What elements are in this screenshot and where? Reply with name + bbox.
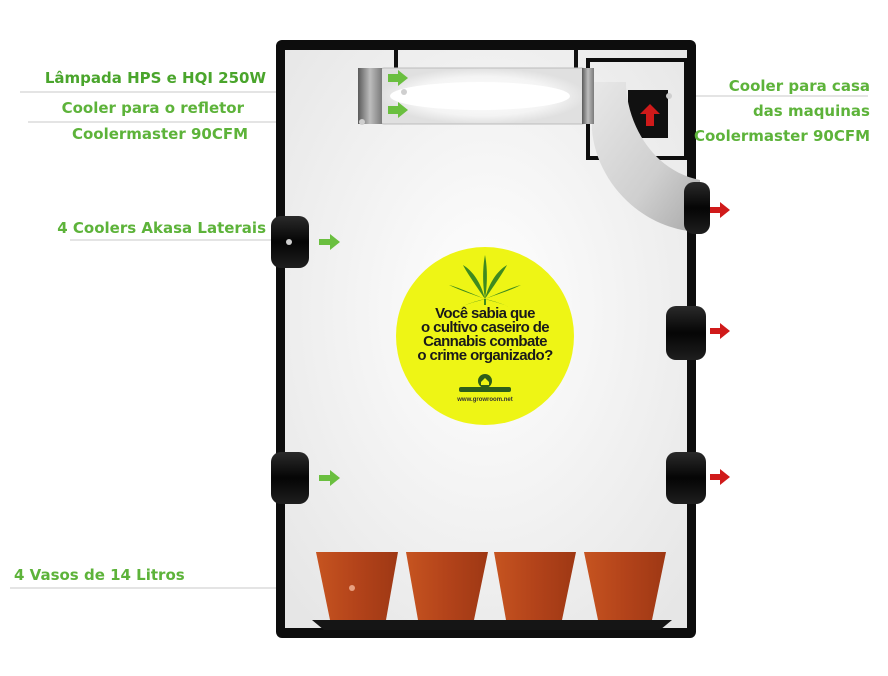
arrow-right-icon (710, 469, 730, 485)
lamp-label-dot (401, 89, 407, 95)
pot-4 (584, 552, 666, 620)
arrow-right-icon (710, 323, 730, 339)
label-engine-cooler-line2: das maquinas (752, 102, 870, 120)
pots-label-dot (349, 585, 355, 591)
label-lamp: Lâmpada HPS e HQI 250W (44, 69, 266, 87)
cannabis-leaf-icon (449, 255, 521, 392)
exhaust-duct (592, 82, 700, 232)
pots (316, 552, 666, 620)
engine-label-dot (666, 93, 672, 99)
reflector-intake-arrows (388, 70, 408, 118)
lamp-bulb (390, 82, 570, 110)
up-arrow-icon (646, 112, 654, 126)
reflector-end-cap (582, 68, 594, 124)
up-arrow-head-icon (640, 104, 660, 114)
poster-line-3: Cannabis combate (423, 333, 547, 350)
growroom-logo-icon (459, 374, 511, 392)
poster-line-4: o crime organizado? (417, 347, 553, 364)
label-engine-cooler-line1: Cooler para casa (728, 77, 870, 95)
hanger-right (574, 50, 578, 68)
pot-2 (406, 552, 488, 620)
left-cooler-bottom (271, 452, 309, 504)
exhaust-arrows (710, 202, 730, 485)
poster-line-2: o cultivo caseiro de (420, 319, 550, 336)
arrow-right-icon (319, 470, 340, 486)
arrow-right-icon (319, 234, 340, 250)
awareness-poster: Você sabia que o cultivo caseiro de Cann… (396, 247, 574, 425)
poster-text: Você sabia que o cultivo caseiro de Cann… (396, 305, 574, 364)
right-cooler-3 (666, 452, 706, 504)
label-engine-cooler-line3: Coolermaster 90CFM (693, 127, 870, 145)
pot-tray (312, 620, 672, 630)
label-side-coolers: 4 Coolers Akasa Laterais (57, 219, 266, 237)
label-reflector-cooler-line1: Cooler para o refletor (61, 99, 244, 117)
arrow-right-icon (388, 102, 408, 118)
arrow-right-icon (710, 202, 730, 218)
pot-3 (494, 552, 576, 620)
right-cooler-2 (666, 306, 706, 360)
right-cooler-1 (684, 182, 710, 234)
poster-line-1: Você sabia que (435, 305, 535, 322)
left-cooler-top (271, 216, 309, 268)
hanger-left (394, 50, 398, 68)
arrow-right-icon (388, 70, 408, 86)
poster-url: www.growroom.net (457, 397, 513, 403)
label-pots: 4 Vasos de 14 Litros (14, 566, 185, 584)
reflector-label-dot (359, 119, 365, 125)
label-reflector-cooler-line2: Coolermaster 90CFM (71, 125, 248, 143)
reflector-cooler (358, 68, 382, 124)
pot-1 (316, 552, 398, 620)
